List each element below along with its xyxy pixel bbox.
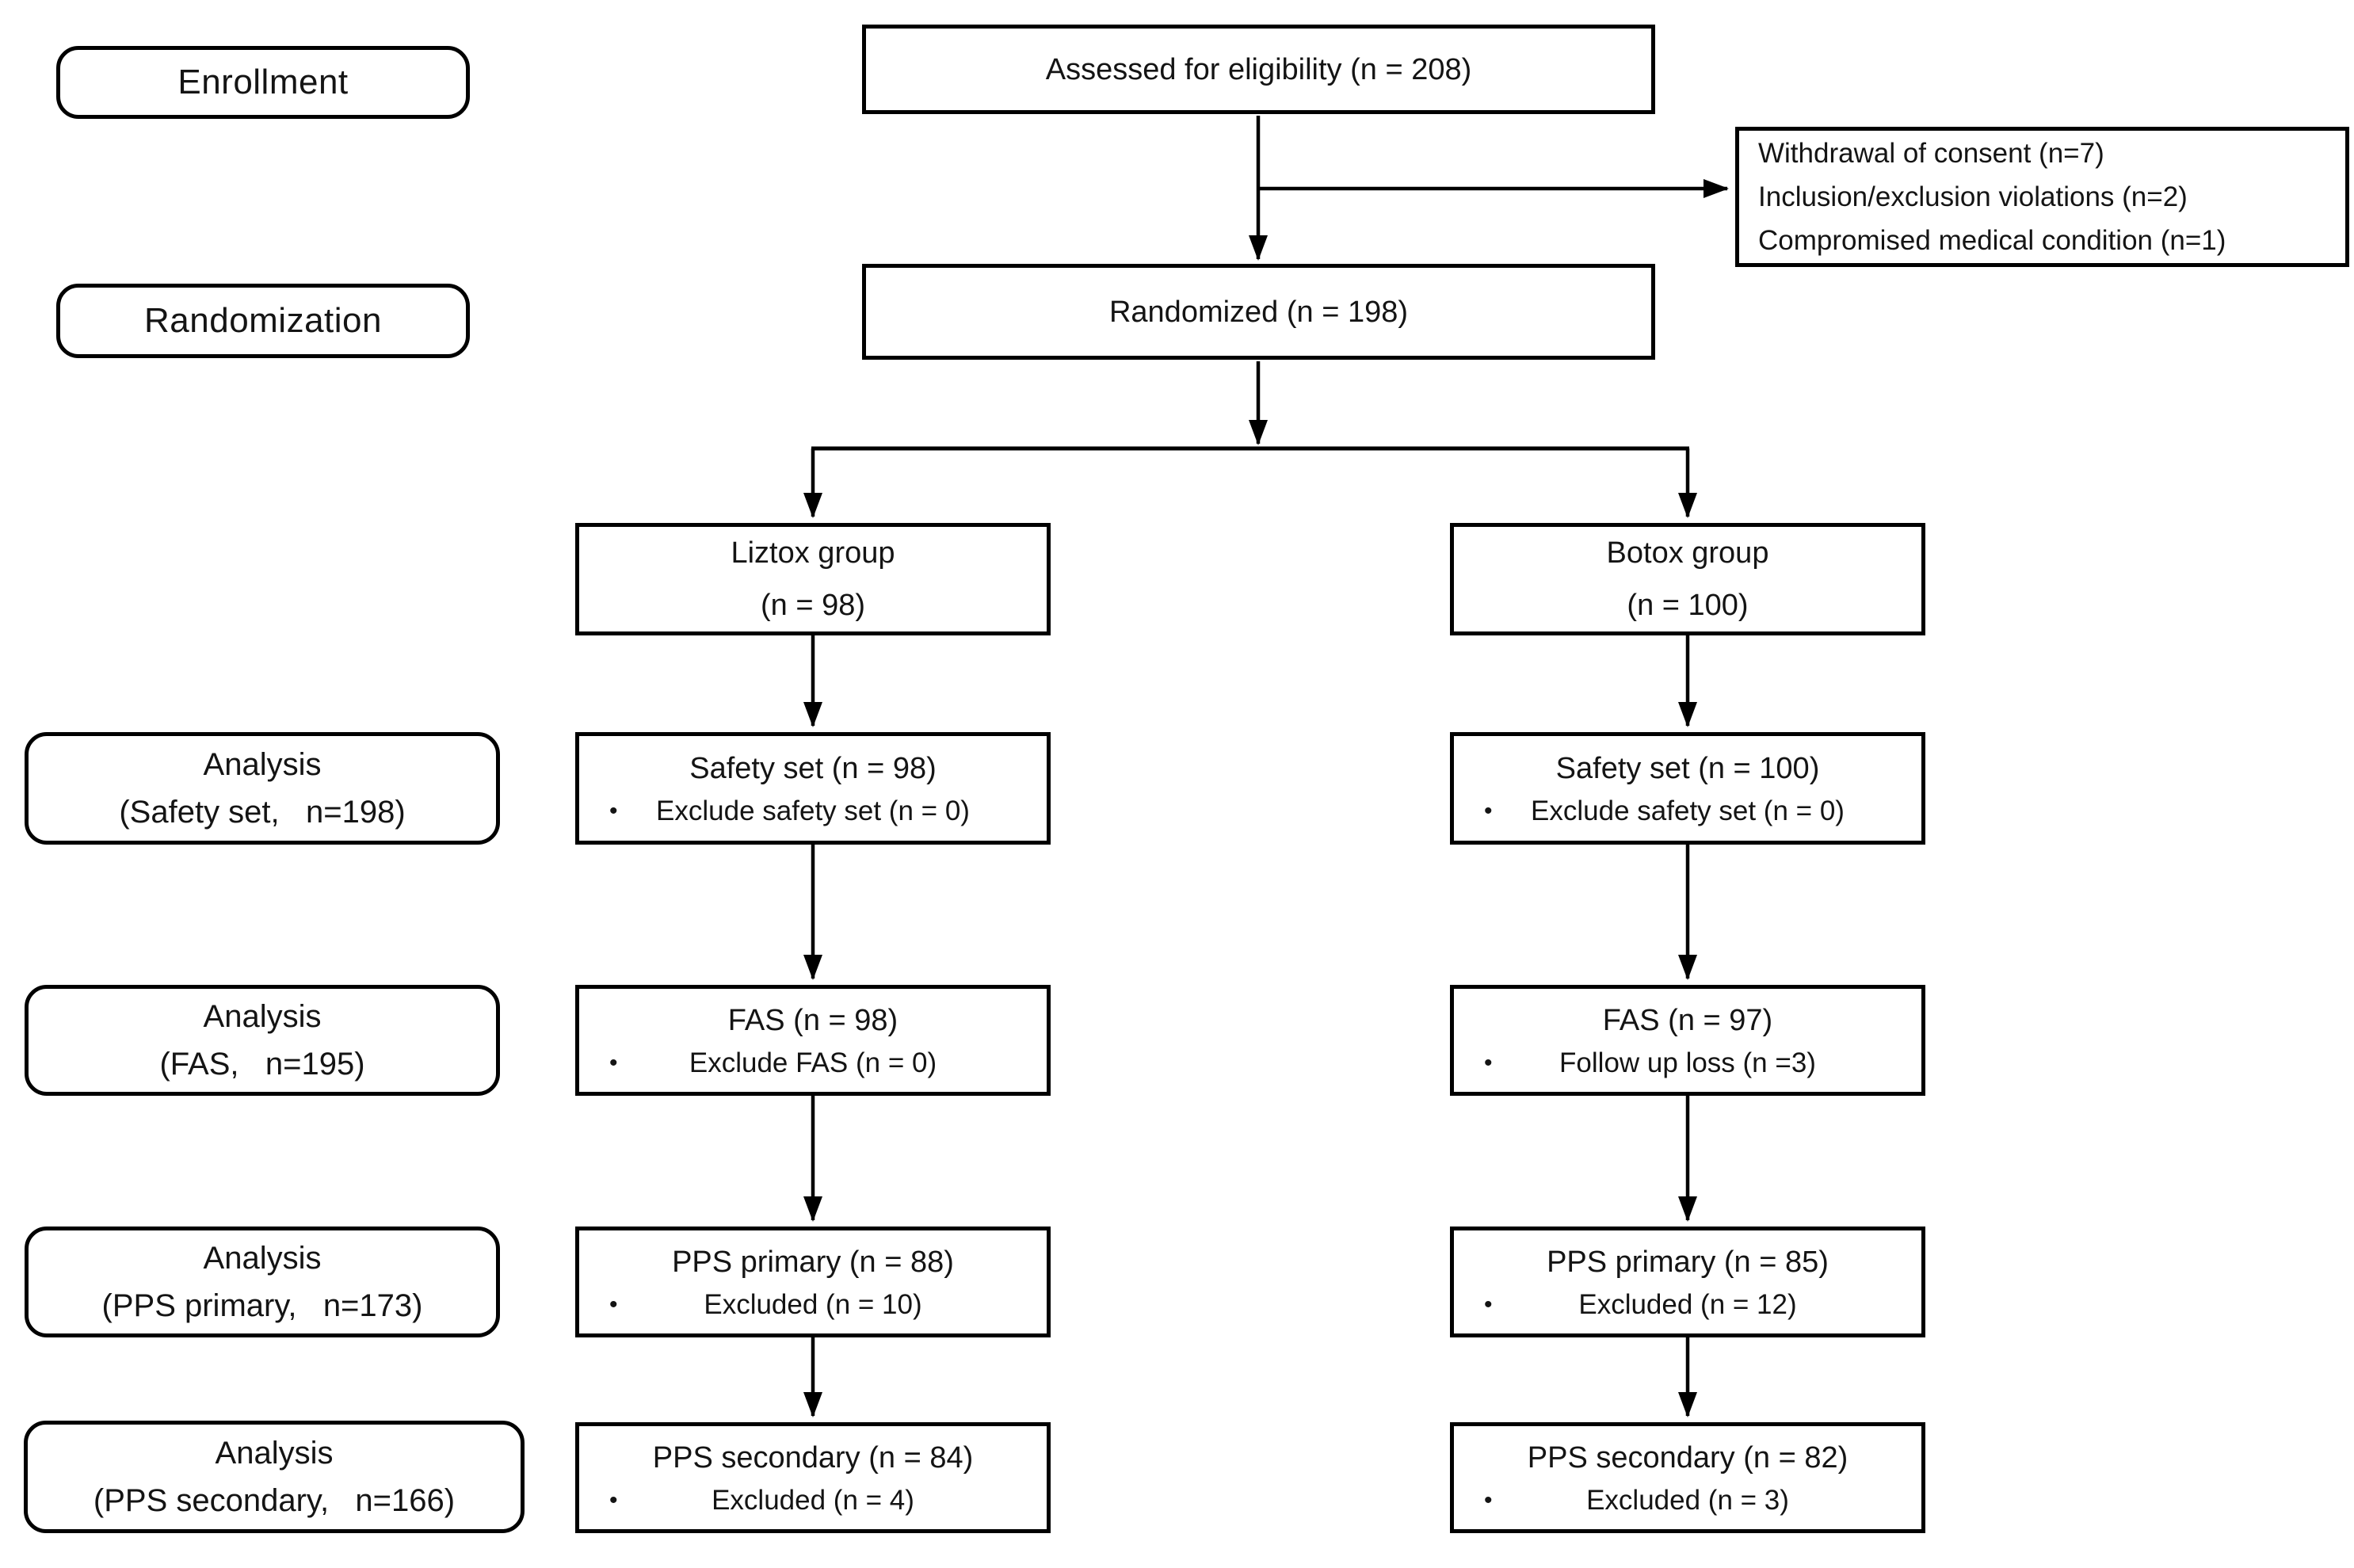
fas-liztox-box: FAS (n = 98) • Exclude FAS (n = 0) <box>575 985 1051 1096</box>
botox-group-line2: (n = 100) <box>1627 589 1749 622</box>
exclusion-line-2: Inclusion/exclusion violations (n=2) <box>1758 181 2188 212</box>
analysis-pps-primary-line2: (PPS primary, n=173) <box>101 1288 423 1323</box>
liztox-group-line2: (n = 98) <box>760 589 866 622</box>
safety-botox-bullet-row: • Exclude safety set (n = 0) <box>1454 792 1921 831</box>
safety-botox-title: Safety set (n = 100) <box>1555 752 1820 785</box>
stage-label-analysis-pps-secondary: Analysis (PPS secondary, n=166) <box>24 1421 525 1533</box>
pps-secondary-botox-title: PPS secondary (n = 82) <box>1527 1441 1848 1475</box>
bullet-icon: • <box>1484 1050 1493 1076</box>
analysis-fas-line1: Analysis <box>203 999 322 1034</box>
assessed-text: Assessed for eligibility (n = 208) <box>1045 52 1472 86</box>
stage-label-analysis-fas: Analysis (FAS, n=195) <box>25 985 500 1096</box>
pps-primary-botox-bullet-row: • Excluded (n = 12) <box>1454 1285 1921 1325</box>
liztox-group-box: Liztox group (n = 98) <box>575 523 1051 635</box>
exclusion-line-1: Withdrawal of consent (n=7) <box>1758 138 2104 169</box>
bullet-icon: • <box>609 1487 618 1513</box>
exclusion-line-3: Compromised medical condition (n=1) <box>1758 225 2226 256</box>
stage-label-enrollment: Enrollment <box>56 46 470 119</box>
pps-secondary-botox-bullet-row: • Excluded (n = 3) <box>1454 1481 1921 1520</box>
safety-botox-box: Safety set (n = 100) • Exclude safety se… <box>1450 732 1925 845</box>
bullet-icon: • <box>1484 1291 1493 1318</box>
pps-primary-botox-box: PPS primary (n = 85) • Excluded (n = 12) <box>1450 1227 1925 1337</box>
liztox-group-line1: Liztox group <box>731 536 895 570</box>
analysis-pps-primary-line1: Analysis <box>203 1241 322 1276</box>
fas-liztox-title: FAS (n = 98) <box>727 1004 898 1037</box>
bullet-icon: • <box>1484 798 1493 824</box>
pps-secondary-liztox-bullet-text: Excluded (n = 4) <box>712 1485 914 1516</box>
fas-liztox-bullet-row: • Exclude FAS (n = 0) <box>579 1043 1047 1083</box>
randomized-text: Randomized (n = 198) <box>1108 295 1409 329</box>
pps-secondary-liztox-title: PPS secondary (n = 84) <box>652 1441 974 1475</box>
safety-liztox-bullet-row: • Exclude safety set (n = 0) <box>579 792 1047 831</box>
safety-liztox-bullet-text: Exclude safety set (n = 0) <box>656 795 970 826</box>
assessed-box: Assessed for eligibility (n = 208) <box>862 25 1655 114</box>
bullet-icon: • <box>609 1291 618 1318</box>
safety-liztox-box: Safety set (n = 98) • Exclude safety set… <box>575 732 1051 845</box>
pps-primary-liztox-title: PPS primary (n = 88) <box>672 1246 954 1279</box>
pps-secondary-botox-box: PPS secondary (n = 82) • Excluded (n = 3… <box>1450 1422 1925 1533</box>
analysis-fas-line2: (FAS, n=195) <box>159 1047 365 1082</box>
analysis-safety-line2: (Safety set, n=198) <box>119 795 406 830</box>
analysis-pps-secondary-line2: (PPS secondary, n=166) <box>93 1483 456 1518</box>
stage-label-randomization: Randomization <box>56 284 470 358</box>
fas-botox-bullet-text: Follow up loss (n =3) <box>1559 1047 1816 1078</box>
botox-group-line1: Botox group <box>1606 536 1769 570</box>
analysis-safety-line1: Analysis <box>203 747 322 782</box>
pps-secondary-liztox-box: PPS secondary (n = 84) • Excluded (n = 4… <box>575 1422 1051 1533</box>
fas-botox-bullet-row: • Follow up loss (n =3) <box>1454 1043 1921 1083</box>
pps-secondary-liztox-bullet-row: • Excluded (n = 4) <box>579 1481 1047 1520</box>
safety-botox-bullet-text: Exclude safety set (n = 0) <box>1531 795 1845 826</box>
safety-liztox-title: Safety set (n = 98) <box>689 752 937 785</box>
bullet-icon: • <box>1484 1487 1493 1513</box>
fas-liztox-bullet-text: Exclude FAS (n = 0) <box>689 1047 937 1078</box>
pps-primary-liztox-bullet-row: • Excluded (n = 10) <box>579 1285 1047 1325</box>
pps-primary-botox-title: PPS primary (n = 85) <box>1547 1246 1829 1279</box>
bullet-icon: • <box>609 798 618 824</box>
pps-primary-liztox-bullet-text: Excluded (n = 10) <box>704 1289 922 1320</box>
exclusions-box: Withdrawal of consent (n=7) Inclusion/ex… <box>1735 127 2349 267</box>
stage-label-analysis-pps-primary: Analysis (PPS primary, n=173) <box>25 1227 500 1337</box>
randomization-label-text: Randomization <box>144 301 382 340</box>
stage-label-analysis-safety: Analysis (Safety set, n=198) <box>25 732 500 845</box>
botox-group-box: Botox group (n = 100) <box>1450 523 1925 635</box>
randomized-box: Randomized (n = 198) <box>862 264 1655 360</box>
analysis-pps-secondary-line1: Analysis <box>215 1436 334 1471</box>
pps-primary-liztox-box: PPS primary (n = 88) • Excluded (n = 10) <box>575 1227 1051 1337</box>
pps-secondary-botox-bullet-text: Excluded (n = 3) <box>1586 1485 1789 1516</box>
fas-botox-box: FAS (n = 97) • Follow up loss (n =3) <box>1450 985 1925 1096</box>
enrollment-label-text: Enrollment <box>177 63 349 101</box>
fas-botox-title: FAS (n = 97) <box>1602 1004 1773 1037</box>
pps-primary-botox-bullet-text: Excluded (n = 12) <box>1578 1289 1797 1320</box>
bullet-icon: • <box>609 1050 618 1076</box>
